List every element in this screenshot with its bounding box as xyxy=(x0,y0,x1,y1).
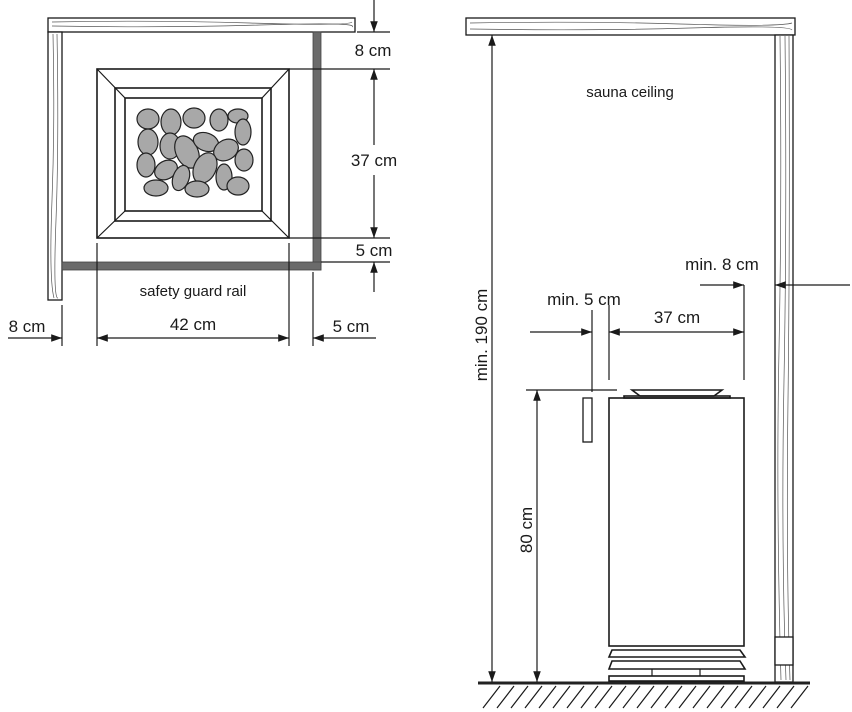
ceiling-beam xyxy=(465,17,796,36)
side-wall xyxy=(774,34,794,683)
dim-heater-depth: 37 cm xyxy=(351,151,397,170)
dim-min-height: min. 190 cm xyxy=(472,289,491,382)
side-view-dimensions: min. 190 cm 80 cm min. 5 cm 37 cm min. 8… xyxy=(472,34,850,682)
wall-vent xyxy=(774,636,794,666)
heater-top xyxy=(96,68,290,239)
dim-top-clearance: 8 cm xyxy=(355,41,392,60)
side-view: sauna ceiling min. 190 cm 80 cm xyxy=(465,17,850,709)
dim-heater-width: 42 cm xyxy=(170,315,216,334)
heater-side xyxy=(607,389,747,682)
dim-rail-side: 5 cm xyxy=(333,317,370,336)
stones xyxy=(136,107,254,198)
left-wall xyxy=(47,31,63,301)
rail-label: safety guard rail xyxy=(140,283,247,300)
floor xyxy=(478,681,810,709)
dim-min-rail-gap: min. 5 cm xyxy=(547,290,621,309)
dim-min-wall-gap: min. 8 cm xyxy=(685,255,759,274)
top-view-right-dimensions: 8 cm 37 cm 5 cm xyxy=(289,0,397,292)
top-wall-beam xyxy=(47,17,356,33)
dim-rail-front: 5 cm xyxy=(356,241,393,260)
guard-rail-front xyxy=(61,261,322,271)
guard-rail-post xyxy=(582,397,593,443)
dim-rail-height: 80 cm xyxy=(517,507,536,553)
guard-rail-side xyxy=(312,31,322,271)
top-view: 8 cm 37 cm 5 cm 8 cm 42 cm 5 cm safety g… xyxy=(8,0,397,346)
ceiling-label: sauna ceiling xyxy=(586,84,674,101)
top-view-bottom-dimensions: 8 cm 42 cm 5 cm safety guard rail xyxy=(8,243,376,346)
dim-heater-depth-side: 37 cm xyxy=(654,308,700,327)
dim-left-wall: 8 cm xyxy=(9,317,46,336)
